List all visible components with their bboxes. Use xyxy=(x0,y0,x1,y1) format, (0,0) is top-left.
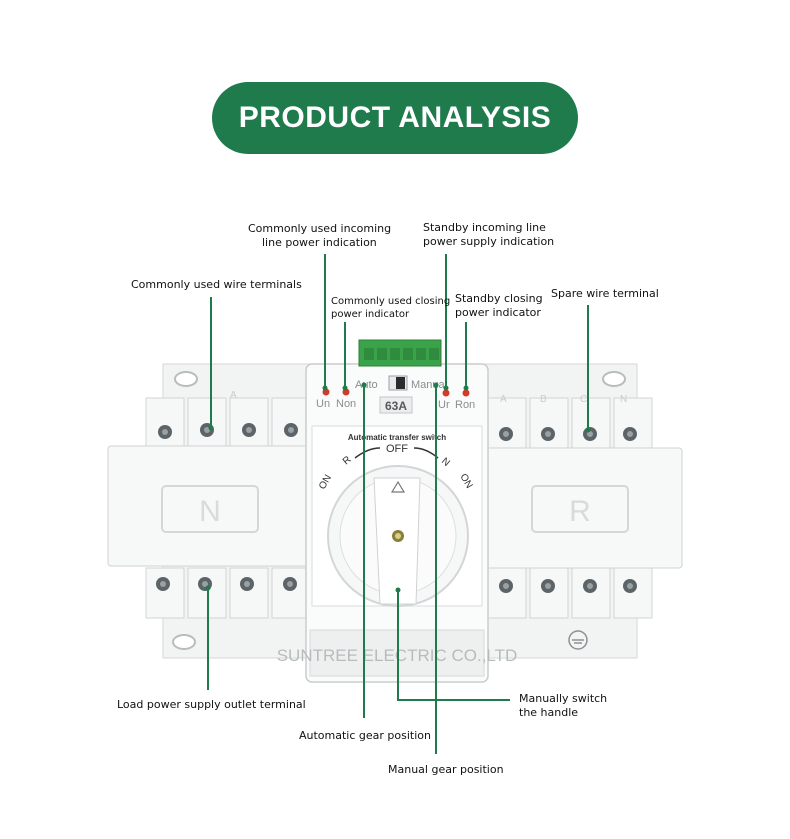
svg-text:B: B xyxy=(540,394,547,405)
mount-hole-top-left xyxy=(174,371,198,387)
label-manual-gear: Manual gear position xyxy=(388,763,504,776)
label-common-wire-terminals: Commonly used wire terminals xyxy=(131,278,302,291)
top-right-terminals xyxy=(487,397,653,449)
label-spare-wire-terminal: Spare wire terminal xyxy=(551,287,659,300)
svg-text:A: A xyxy=(500,394,507,405)
right-module-letter: R xyxy=(569,495,591,528)
rating-label: 63A xyxy=(385,399,407,413)
svg-text:Non: Non xyxy=(336,398,356,410)
leader-lines xyxy=(207,254,589,754)
svg-text:Un: Un xyxy=(316,398,330,410)
mount-hole-top-right xyxy=(602,371,626,387)
indicator-ur xyxy=(442,389,450,397)
label-common-closing: Commonly used closing power indicator xyxy=(331,296,451,320)
svg-text:C: C xyxy=(580,394,587,405)
mount-hole-bottom-left xyxy=(172,634,196,650)
label-auto-gear: Automatic gear position xyxy=(299,729,431,742)
svg-text:Manual: Manual xyxy=(411,379,447,391)
svg-text:Automatic transfer switch: Automatic transfer switch xyxy=(348,433,446,442)
label-manual-switch: Manually switch the handle xyxy=(519,692,608,719)
top-left-terminals xyxy=(145,397,311,449)
svg-text:A: A xyxy=(230,390,237,401)
svg-text:N: N xyxy=(620,394,627,405)
label-standby-closing: Standby closing power indicator xyxy=(455,292,543,319)
indicator-ron xyxy=(462,389,470,397)
svg-text:OFF: OFF xyxy=(386,443,408,455)
label-standby-incoming: Standby incoming line power supply indic… xyxy=(423,221,555,248)
svg-text:Ron: Ron xyxy=(455,399,475,411)
label-load-outlet: Load power supply outlet terminal xyxy=(117,698,306,711)
product-analysis-badge: PRODUCT ANALYSIS xyxy=(212,82,578,154)
ground-symbol-icon xyxy=(568,630,588,650)
svg-text:Ur: Ur xyxy=(438,399,450,411)
left-module-letter: N xyxy=(199,495,221,528)
label-common-incoming: Commonly used incoming line power indica… xyxy=(248,222,392,249)
